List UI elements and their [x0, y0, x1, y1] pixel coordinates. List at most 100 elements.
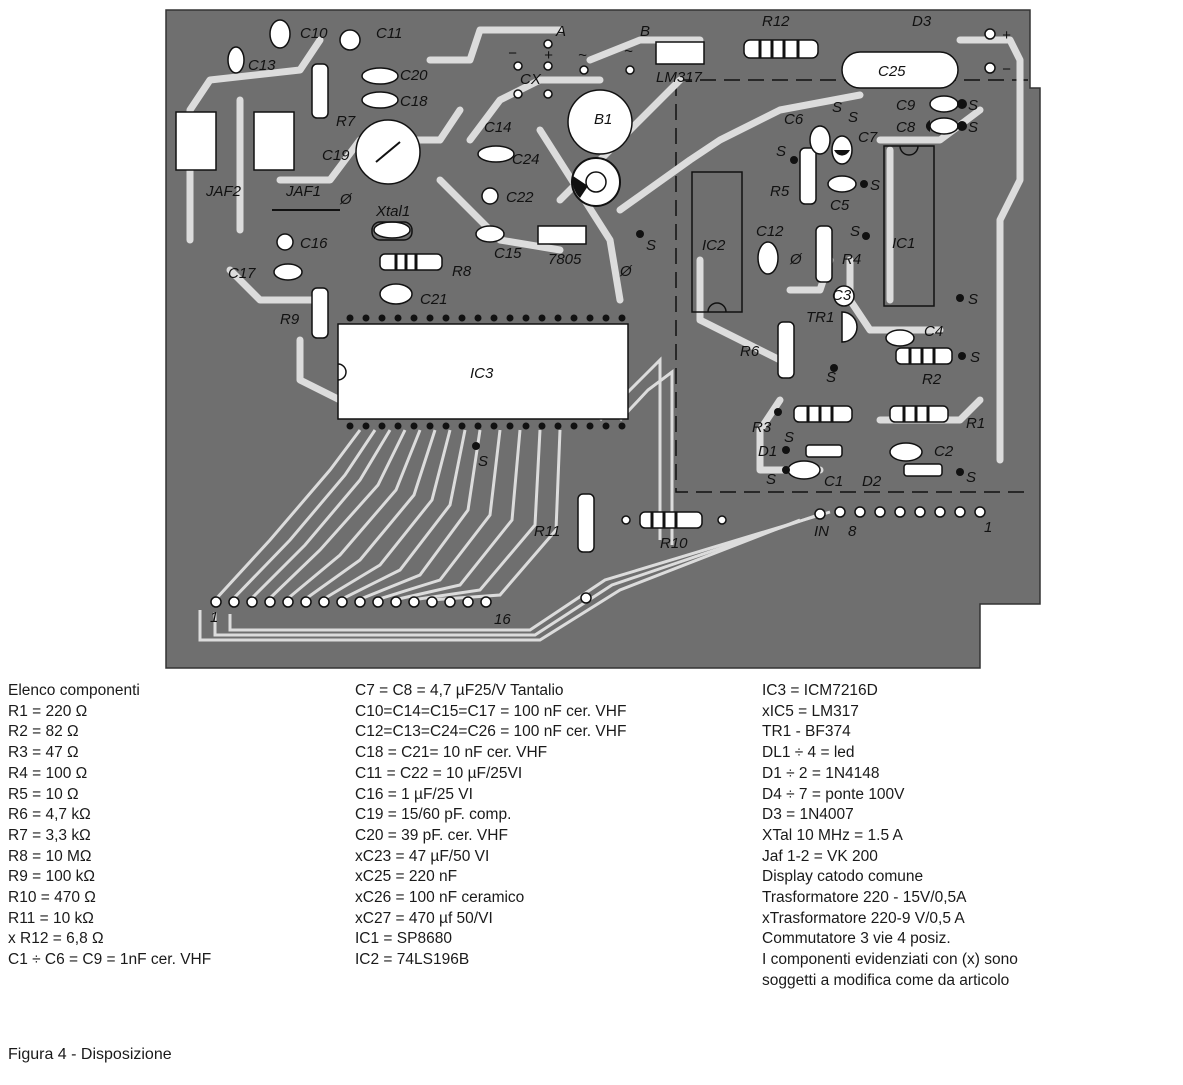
label-c1: C1: [824, 473, 843, 490]
label-ic3: IC3: [470, 365, 494, 382]
capacitors: [227, 19, 959, 480]
component-line: C12=C13=C24=C26 = 100 nF cer. VHF: [355, 723, 627, 741]
label-p8: 8: [848, 523, 857, 540]
label-in: IN: [814, 523, 829, 540]
resistors: [311, 39, 953, 553]
label-s11: S: [784, 429, 794, 446]
component-line: Trasformatore 220 - 15V/0,5A: [762, 889, 967, 907]
component-line: IC2 = 74LS196B: [355, 951, 470, 969]
component-line: IC1 = SP8680: [355, 930, 452, 948]
label-r11: R11: [534, 523, 560, 540]
ic2-body: [691, 171, 743, 313]
bottom-connector-traces: [198, 356, 831, 642]
label-s3: S: [968, 97, 978, 114]
component-line: C20 = 39 pF. cer. VHF: [355, 826, 508, 844]
component-line: DL1 ÷ 4 = led: [762, 744, 855, 762]
b1-bridge: [567, 89, 633, 155]
label-r5: R5: [770, 183, 790, 200]
label-s8: S: [968, 291, 978, 308]
label-r1: R1: [966, 415, 985, 432]
label-7805: 7805: [548, 251, 582, 268]
component-line: xC26 = 100 nF ceramico: [355, 889, 525, 907]
label-b1: B1: [594, 111, 612, 128]
label-plus-out: +: [1002, 27, 1011, 44]
label-phi-mid: Ø: [619, 263, 633, 280]
ic3-body: [337, 323, 629, 420]
xtal1-crystal: [371, 221, 413, 241]
component-line: D3 = 1N4007: [762, 806, 854, 824]
label-r7: R7: [336, 113, 356, 130]
label-s-ic3: S: [478, 453, 488, 470]
label-s5: S: [776, 143, 786, 160]
component-line: R5 = 10 Ω: [8, 785, 79, 803]
label-c18: C18: [400, 93, 428, 110]
component-line: TR1 - BF374: [762, 723, 851, 741]
label-d2: D2: [862, 473, 882, 490]
label-xtal1: Xtal1: [375, 203, 410, 220]
label-c5: C5: [830, 197, 850, 214]
label-c22: C22: [506, 189, 534, 206]
label-s13: S: [966, 469, 976, 486]
label-c11: C11: [376, 25, 402, 42]
label-tilde2: ~: [624, 43, 633, 60]
label-c7: C7: [858, 129, 878, 146]
component-line: R9 = 100 kΩ: [8, 868, 95, 886]
component-line: R1 = 220 Ω: [8, 702, 88, 720]
label-r3: R3: [752, 419, 772, 436]
label-lm317: LM317: [656, 69, 703, 86]
label-a: A: [555, 23, 566, 40]
component-line: XTal 10 MHz = 1.5 A: [762, 826, 903, 844]
label-c12: C12: [756, 223, 784, 240]
component-line: R7 = 3,3 kΩ: [8, 826, 91, 844]
label-phi-jaf: Ø: [339, 191, 353, 208]
component-line: xTrasformatore 220-9 V/0,5 A: [762, 909, 965, 927]
label-r6: R6: [740, 343, 760, 360]
label-r2: R2: [922, 371, 942, 388]
label-s12: S: [766, 471, 776, 488]
label-r8: R8: [452, 263, 472, 280]
label-c14: C14: [484, 119, 512, 136]
component-line: C10=C14=C15=C17 = 100 nF cer. VHF: [355, 702, 627, 720]
component-line: D4 ÷ 7 = ponte 100V: [762, 785, 905, 803]
component-line: R2 = 82 Ω: [8, 723, 79, 741]
component-line: C18 = C21= 10 nF cer. VHF: [355, 744, 548, 762]
component-line: D1 ÷ 2 = 1N4148: [762, 764, 880, 782]
label-c8: C8: [896, 119, 916, 136]
tr1-transistor: [841, 311, 858, 343]
component-line: R11 = 10 kΩ: [8, 909, 94, 927]
ground-dots: [472, 99, 967, 476]
label-s10: S: [970, 349, 980, 366]
label-c17: C17: [228, 265, 256, 282]
label-r9: R9: [280, 311, 300, 328]
copper-traces: [186, 26, 1024, 474]
component-line: soggetti a modifica come da articolo: [762, 971, 1010, 989]
label-pin16: 16: [494, 611, 511, 628]
figure-caption: Figura 4 - Disposizione: [8, 1046, 172, 1063]
component-line: xC23 = 47 µF/50 VI: [355, 847, 490, 865]
component-line: Display catodo comune: [762, 868, 924, 886]
label-c16: C16: [300, 235, 328, 252]
label-d3: D3: [912, 13, 932, 30]
label-s2: S: [848, 109, 858, 126]
pcb-layout-diagram: C10 C11 C13 C20 C18 R7 C19 JAF2 JAF1 Ø X…: [165, 9, 1041, 669]
label-s1: S: [832, 99, 842, 116]
label-c24: C24: [512, 151, 540, 168]
label-ic2: IC2: [702, 237, 726, 254]
label-jaf1: JAF1: [285, 183, 321, 200]
pads: [210, 28, 996, 608]
component-line: R4 = 100 Ω: [8, 764, 88, 782]
ic1-body: [883, 145, 935, 307]
jaf2-choke: [175, 111, 217, 171]
component-line: R3 = 47 Ω: [8, 744, 79, 762]
component-labels: C10 C11 C13 C20 C18 R7 C19 JAF2 JAF1 Ø X…: [205, 13, 1011, 628]
component-line: xC27 = 470 µf 50/VI: [355, 909, 493, 927]
label-minus-top: −: [508, 45, 517, 62]
component-line: Commutatore 3 vie 4 posiz.: [762, 930, 951, 948]
c25-capacitor: [841, 51, 959, 89]
lm317-regulator: [655, 41, 705, 65]
label-c9: C9: [896, 97, 916, 114]
label-jaf2: JAF2: [205, 183, 242, 200]
jaf1-choke: [253, 111, 295, 171]
label-c25: C25: [878, 63, 906, 80]
